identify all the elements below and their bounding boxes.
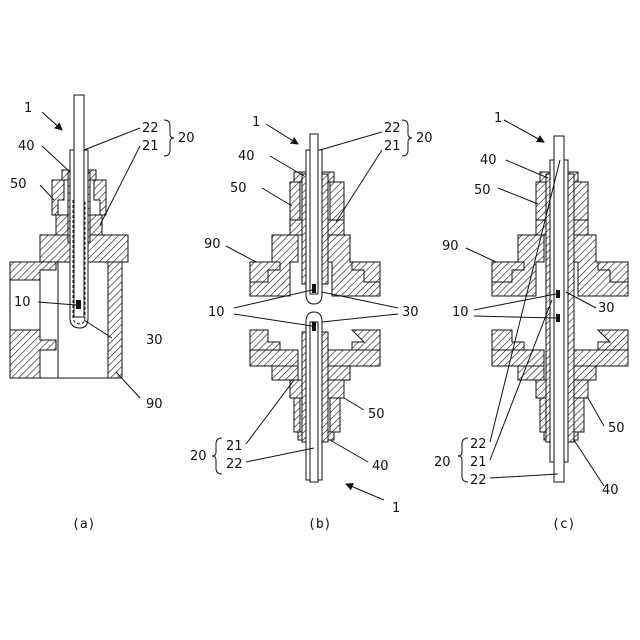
label-30: 30 <box>402 305 419 320</box>
caption-b: (b) <box>308 517 331 532</box>
sensor-10-lower-c <box>556 314 560 322</box>
label-22-bottom: 22 <box>226 457 243 472</box>
label-1: 1 <box>494 111 502 126</box>
label-40: 40 <box>18 139 35 154</box>
panel-a: 1 40 50 10 30 90 22 21 20 (a) <box>10 95 195 532</box>
label-1: 1 <box>252 115 260 130</box>
label-30: 30 <box>598 301 615 316</box>
label-20: 20 <box>416 131 433 146</box>
label-21: 21 <box>142 139 159 154</box>
label-50: 50 <box>10 177 27 192</box>
label-50: 50 <box>474 183 491 198</box>
label-22: 22 <box>384 121 401 136</box>
label-10: 10 <box>452 305 469 320</box>
caption-c: (c) <box>552 517 575 532</box>
panel-b: 1 40 50 90 22 21 20 10 30 21 22 20 50 40… <box>190 115 433 532</box>
label-22-bottom: 22 <box>470 473 487 488</box>
sensor-10-upper-c <box>556 290 560 298</box>
label-20-bottom: 20 <box>190 449 207 464</box>
label-50-bottom: 50 <box>368 407 385 422</box>
label-20: 20 <box>434 455 451 470</box>
label-90: 90 <box>442 239 459 254</box>
label-30: 30 <box>146 333 163 348</box>
rod-22-a <box>74 95 84 317</box>
label-90: 90 <box>204 237 221 252</box>
label-21-bottom: 21 <box>226 439 243 454</box>
panel-c: 1 40 50 90 10 30 22 21 22 20 50 40 (c) <box>434 111 628 532</box>
rod-22-top-b <box>310 134 318 294</box>
label-1: 1 <box>24 101 32 116</box>
label-90: 90 <box>146 397 163 412</box>
label-20: 20 <box>178 131 195 146</box>
label-21: 21 <box>384 139 401 154</box>
label-50-bottom: 50 <box>608 421 625 436</box>
label-22: 22 <box>470 437 487 452</box>
sensor-10-top-b <box>312 284 316 293</box>
sensor-10-bottom-b <box>312 322 316 331</box>
label-1-bottom: 1 <box>392 501 400 516</box>
sensor-10-a <box>76 300 81 309</box>
label-40: 40 <box>238 149 255 164</box>
label-22: 22 <box>142 121 159 136</box>
label-40-bottom: 40 <box>602 483 619 498</box>
label-21: 21 <box>470 455 487 470</box>
label-40-bottom: 40 <box>372 459 389 474</box>
label-10: 10 <box>208 305 225 320</box>
rod-22-bottom-b <box>310 322 318 482</box>
label-40: 40 <box>480 153 497 168</box>
rod-22-c <box>554 136 564 482</box>
caption-a: (a) <box>72 517 95 532</box>
label-50: 50 <box>230 181 247 196</box>
label-10: 10 <box>14 295 31 310</box>
